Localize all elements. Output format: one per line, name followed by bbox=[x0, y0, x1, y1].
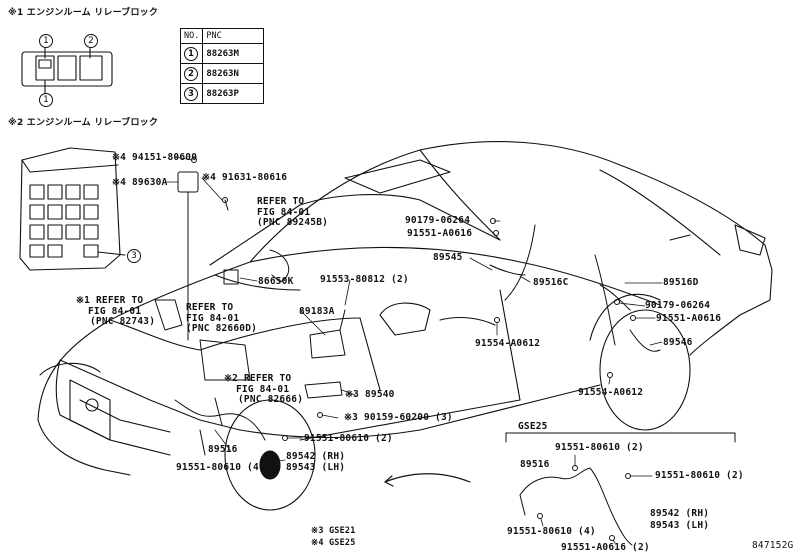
ref-line: ※1 REFER TO bbox=[76, 295, 144, 306]
ref-82743: ※1 REFER TO FIG 84-01 (PNC 82743) bbox=[76, 295, 156, 328]
ref-line: (PNC 89245B) bbox=[257, 217, 329, 228]
label-91551-front-4: 91551-80610 (4) bbox=[176, 462, 265, 473]
gse25-label-91551-right: 91551-80610 (2) bbox=[655, 470, 744, 481]
label-90179-rear: 90179-06264 bbox=[645, 300, 711, 311]
col-no: NO. bbox=[179, 28, 204, 44]
row-pnc: 88263N bbox=[202, 63, 265, 84]
table-row: 1 88263M bbox=[179, 43, 265, 64]
gse25-label-91551-top: 91551-80610 (2) bbox=[555, 442, 644, 453]
row-pnc: 88263P bbox=[202, 83, 265, 104]
label-86650k: 86650K bbox=[258, 276, 294, 287]
relay-block-1-title: ※1 エンジンルーム リレーブロック bbox=[8, 8, 159, 18]
ref-82660d: REFER TO FIG 84-01 (PNC 82660D) bbox=[186, 302, 258, 335]
gse25-label-91551-bottom: 91551-80610 (4) bbox=[507, 526, 596, 537]
table-row: 2 88263N bbox=[179, 63, 265, 84]
label-89543: 89543 (LH) bbox=[286, 462, 346, 473]
label-91631: ※4 91631-80616 bbox=[202, 172, 288, 183]
leader-lines bbox=[166, 156, 663, 463]
label-94151: ※4 94151-80600 bbox=[112, 152, 198, 163]
marker-3: 3 bbox=[127, 249, 141, 263]
gse25-detail-drawing bbox=[519, 454, 653, 546]
label-91551-a0616-rear: 91551-A0616 bbox=[656, 313, 722, 324]
gse25-label-89543: 89543 (LH) bbox=[650, 520, 710, 531]
marker-1-bottom: 1 bbox=[39, 93, 53, 107]
label-91553: 91553-80812 (2) bbox=[320, 274, 409, 285]
ref-line: (PNC 82743) bbox=[90, 316, 156, 327]
relay-block-2-drawing bbox=[19, 147, 126, 271]
ref-line: (PNC 82660D) bbox=[186, 323, 258, 334]
pnc-table-header: NO. PNC bbox=[179, 28, 265, 44]
row-no: 1 bbox=[184, 46, 198, 61]
table-row: 3 88263P bbox=[179, 83, 265, 104]
label-91551-a0616-top: 91551-A0616 bbox=[407, 228, 473, 239]
ref-line: FIG 84-01 bbox=[257, 206, 311, 218]
row-no: 2 bbox=[184, 66, 198, 81]
label-89516-front: 89516 bbox=[208, 444, 238, 455]
car-body bbox=[37, 141, 773, 511]
component-sketches bbox=[154, 157, 661, 456]
footnote-gse21: ※3 GSE21 bbox=[311, 526, 356, 536]
label-89540: ※3 89540 bbox=[345, 389, 395, 400]
ref-82666: ※2 REFER TO FIG 84-01 (PNC 82666) bbox=[224, 373, 304, 406]
label-89516d: 89516D bbox=[663, 277, 699, 288]
label-91551-front-2: 91551-80610 (2) bbox=[304, 433, 393, 444]
gse25-title: GSE25 bbox=[518, 421, 548, 432]
label-91554-a0612-rear: 91554-A0612 bbox=[578, 387, 644, 398]
gse25-label-89516: 89516 bbox=[520, 459, 550, 470]
ref-line: REFER TO bbox=[186, 302, 234, 313]
ref-line: (PNC 82666) bbox=[238, 394, 304, 405]
label-89542: 89542 (RH) bbox=[286, 451, 346, 462]
label-89516c: 89516C bbox=[533, 277, 569, 288]
marker-1-top: 1 bbox=[39, 34, 53, 48]
ref-89245b: REFER TO FIG 84-01 (PNC 89245B) bbox=[257, 196, 329, 229]
gse25-detail-frame bbox=[505, 432, 736, 443]
label-90159: ※3 90159-60200 (3) bbox=[344, 412, 453, 423]
ref-line: FIG 84-01 bbox=[88, 305, 142, 317]
label-90179-top: 90179-06264 bbox=[405, 215, 471, 226]
ref-line: REFER TO bbox=[257, 196, 305, 207]
footnote-gse25: ※4 GSE25 bbox=[311, 538, 356, 548]
col-pnc: PNC bbox=[202, 28, 265, 44]
gse25-label-89542: 89542 (RH) bbox=[650, 508, 710, 519]
ref-line: ※2 REFER TO bbox=[224, 373, 292, 384]
label-89546: 89546 bbox=[663, 337, 693, 348]
marker-2: 2 bbox=[84, 34, 98, 48]
relay-block-1-drawing bbox=[21, 47, 113, 95]
row-no: 3 bbox=[184, 86, 198, 101]
detail-arrow bbox=[384, 473, 471, 483]
ref-line: FIG 84-01 bbox=[186, 312, 240, 324]
label-89183a: 89183A bbox=[299, 306, 335, 317]
row-pnc: 88263M bbox=[202, 43, 265, 64]
ref-line: FIG 84-01 bbox=[236, 383, 290, 395]
pnc-table: NO. PNC 1 88263M 2 88263N 3 88263P bbox=[179, 28, 265, 104]
label-89630a: ※4 89630A bbox=[112, 177, 168, 188]
label-89545: 89545 bbox=[433, 252, 463, 263]
gse25-label-91551-a0616: 91551-A0616 (2) bbox=[561, 542, 650, 553]
label-91554-a0612-mid: 91554-A0612 bbox=[475, 338, 541, 349]
relay-block-2-title: ※2 エンジンルーム リレーブロック bbox=[8, 118, 159, 128]
illustration-code: 847152G bbox=[752, 540, 794, 551]
